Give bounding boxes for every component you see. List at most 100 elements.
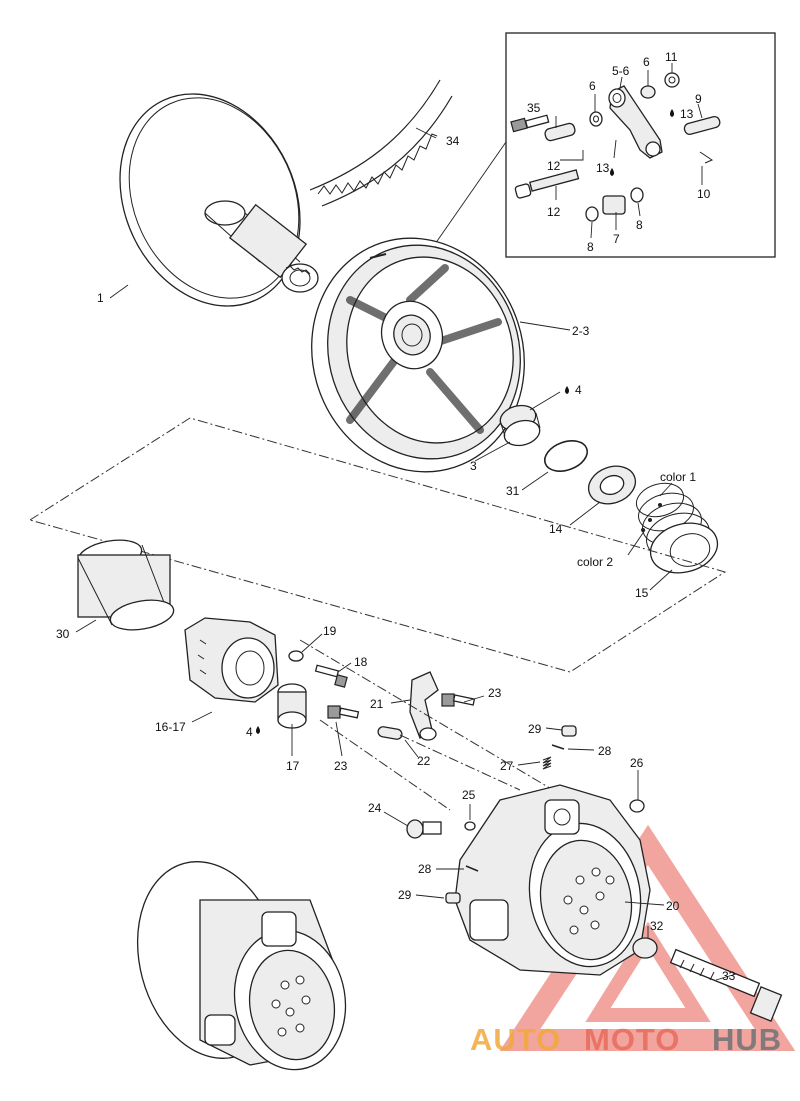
- grease-drop-icon: [610, 168, 614, 176]
- alignment-line: [399, 734, 521, 791]
- label-2-3: 2-3: [572, 324, 590, 338]
- plug-29-lower: [445, 892, 461, 904]
- label-29-lower: 29: [398, 888, 412, 902]
- screw-35: [510, 114, 550, 133]
- cover-20: [454, 784, 651, 976]
- label-11: 11: [665, 50, 678, 64]
- bolt-33: [669, 948, 783, 1022]
- label-9: 9: [695, 92, 702, 106]
- grease-drop-icon: [256, 726, 260, 734]
- spring-15: [635, 482, 719, 574]
- pin-9: [683, 115, 721, 135]
- label-4-lower: 4: [246, 725, 253, 739]
- label-28-upper: 28: [598, 744, 612, 758]
- label-33: 33: [722, 969, 736, 983]
- label-4-upper: 4: [575, 383, 582, 397]
- label-color-1: color 1: [660, 470, 696, 484]
- washer-8-left: [585, 206, 599, 222]
- sleeve-30: [77, 539, 175, 631]
- bushing-3: [499, 404, 541, 447]
- label-1: 1: [97, 291, 104, 305]
- label-6-left: 6: [589, 79, 596, 93]
- assembled-clutch-view: [136, 861, 347, 1071]
- washer-8-right: [630, 187, 644, 203]
- washer-6-right: [640, 85, 656, 99]
- label-12-lower: 12: [547, 205, 561, 219]
- label-3: 3: [470, 459, 477, 473]
- lever-assembly-inset-box: [409, 32, 776, 281]
- label-10: 10: [697, 187, 711, 201]
- washer-19: [288, 650, 304, 662]
- fixed-sheave-1: [119, 93, 319, 307]
- watermark-hub: HUB: [712, 1022, 782, 1057]
- label-22: 22: [417, 754, 431, 768]
- label-29-upper: 29: [528, 722, 542, 736]
- washer-6-left: [589, 111, 603, 127]
- label-23-left: 23: [334, 759, 348, 773]
- screw-23-right: [441, 693, 476, 707]
- label-24: 24: [368, 801, 382, 815]
- label-15: 15: [635, 586, 649, 600]
- label-13-right: 13: [680, 107, 694, 121]
- watermark-auto: AUTO: [470, 1022, 561, 1057]
- assembly-boundary-line: [28, 417, 727, 673]
- label-6-right: 6: [643, 55, 650, 69]
- label-16-17: 16-17: [155, 720, 186, 734]
- label-5-6: 5-6: [612, 64, 630, 78]
- washer-14: [587, 465, 637, 505]
- grease-drop-icon: [565, 386, 569, 394]
- pin-12-upper: [544, 122, 576, 142]
- label-18: 18: [354, 655, 368, 669]
- label-27: 27: [500, 759, 514, 773]
- grease-drop-icon: [670, 109, 674, 117]
- pin-28-lower: [465, 865, 479, 872]
- screw-18: [314, 664, 348, 688]
- screw-24: [406, 819, 442, 839]
- label-7: 7: [613, 232, 620, 246]
- bushing-17: [277, 683, 307, 729]
- spider-16-17: [184, 617, 279, 703]
- spring-27: [542, 756, 552, 770]
- screw-23-left: [327, 705, 360, 719]
- label-8-right: 8: [636, 218, 643, 232]
- nut-11: [664, 72, 680, 88]
- watermark-brand-text: AUTO MOTO HUB: [470, 1022, 782, 1057]
- weight-21: [409, 671, 439, 741]
- part-labels: 1 2-3 3 4 4 5-6 6 6 7 8 8 9 10 11 12 12 …: [56, 50, 736, 983]
- label-35: 35: [527, 101, 541, 115]
- alignment-line: [319, 719, 451, 811]
- plug-29-upper: [561, 725, 577, 737]
- pin-12-lower: [514, 169, 580, 199]
- washer-32: [632, 937, 658, 959]
- nut-26: [629, 799, 645, 813]
- label-12-upper: 12: [547, 159, 561, 173]
- label-25: 25: [462, 788, 476, 802]
- clip-10: [699, 151, 714, 164]
- label-17: 17: [286, 759, 300, 773]
- pin-22: [377, 726, 403, 740]
- label-21: 21: [370, 697, 384, 711]
- drive-belt-34: [309, 79, 453, 207]
- alignment-line: [299, 639, 571, 801]
- washer-25: [464, 821, 476, 831]
- label-26: 26: [630, 756, 644, 770]
- label-34: 34: [446, 134, 460, 148]
- label-23-right: 23: [488, 686, 502, 700]
- label-13-left: 13: [596, 161, 610, 175]
- label-14: 14: [549, 522, 563, 536]
- bushing-7: [602, 195, 626, 215]
- label-28-lower: 28: [418, 862, 432, 876]
- label-8-left: 8: [587, 240, 594, 254]
- watermark-moto: MOTO: [584, 1022, 680, 1057]
- label-20: 20: [666, 899, 680, 913]
- label-32: 32: [650, 919, 664, 933]
- lever-5-6: [608, 85, 663, 159]
- label-color-2: color 2: [577, 555, 613, 569]
- label-31: 31: [506, 484, 520, 498]
- label-30: 30: [56, 627, 70, 641]
- pin-28-upper: [551, 744, 565, 750]
- label-19: 19: [323, 624, 337, 638]
- retaining-ring-31: [543, 440, 589, 472]
- movable-sheave-2-3: [311, 237, 525, 473]
